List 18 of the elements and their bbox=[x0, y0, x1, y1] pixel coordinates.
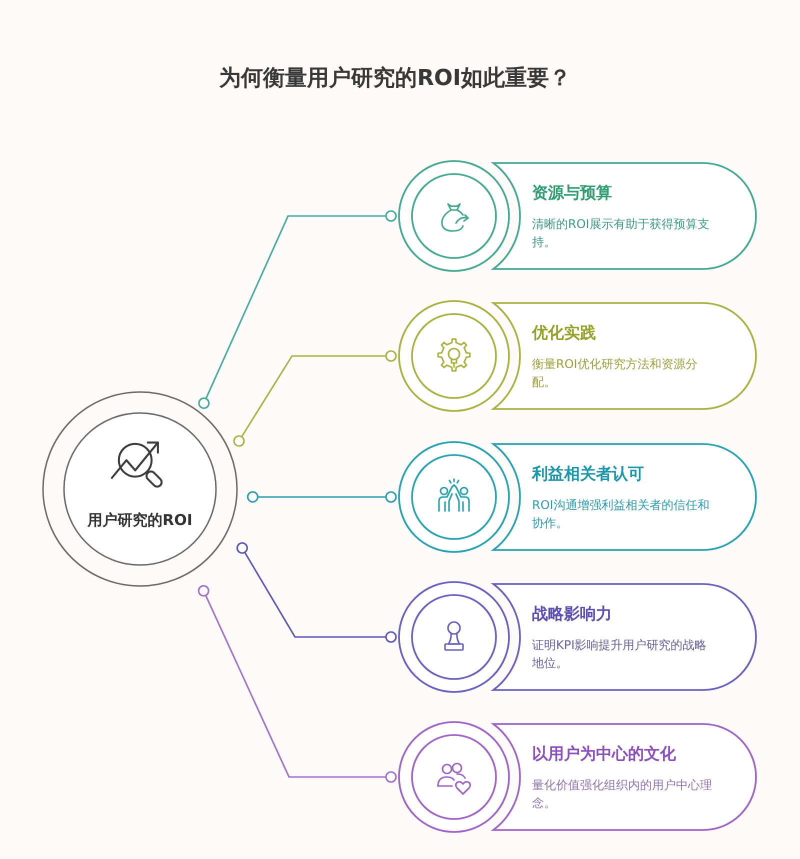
card-description: 清晰的ROI展示有助于获得预算支持。 bbox=[532, 216, 710, 251]
card-heading: 战略影响力 bbox=[532, 604, 613, 624]
connector-line bbox=[246, 491, 397, 503]
connector-line bbox=[233, 350, 397, 447]
card-heading: 资源与预算 bbox=[532, 183, 613, 203]
hub-label: 用户研究的ROI bbox=[86, 510, 194, 530]
connector-line bbox=[198, 585, 397, 783]
connector-line bbox=[236, 542, 397, 643]
card-description: 量化价值强化组织内的用户中心理念。 bbox=[532, 777, 713, 812]
diagram-title: 为何衡量用户研究的ROI如此重要？ bbox=[218, 65, 572, 93]
card-description: 证明KPI影响提升用户研究的战略地位。 bbox=[532, 637, 708, 672]
hub-circle bbox=[42, 391, 238, 587]
card-description: 衡量ROI优化研究方法和资源分配。 bbox=[532, 356, 698, 391]
card-heading: 优化实践 bbox=[532, 323, 597, 343]
card-heading: 以用户为中心的文化 bbox=[532, 744, 677, 764]
connector-line bbox=[198, 210, 397, 409]
card-description: ROI沟通增强利益相关者的信任和协作。 bbox=[532, 497, 710, 532]
card-heading: 利益相关者认可 bbox=[532, 464, 645, 484]
